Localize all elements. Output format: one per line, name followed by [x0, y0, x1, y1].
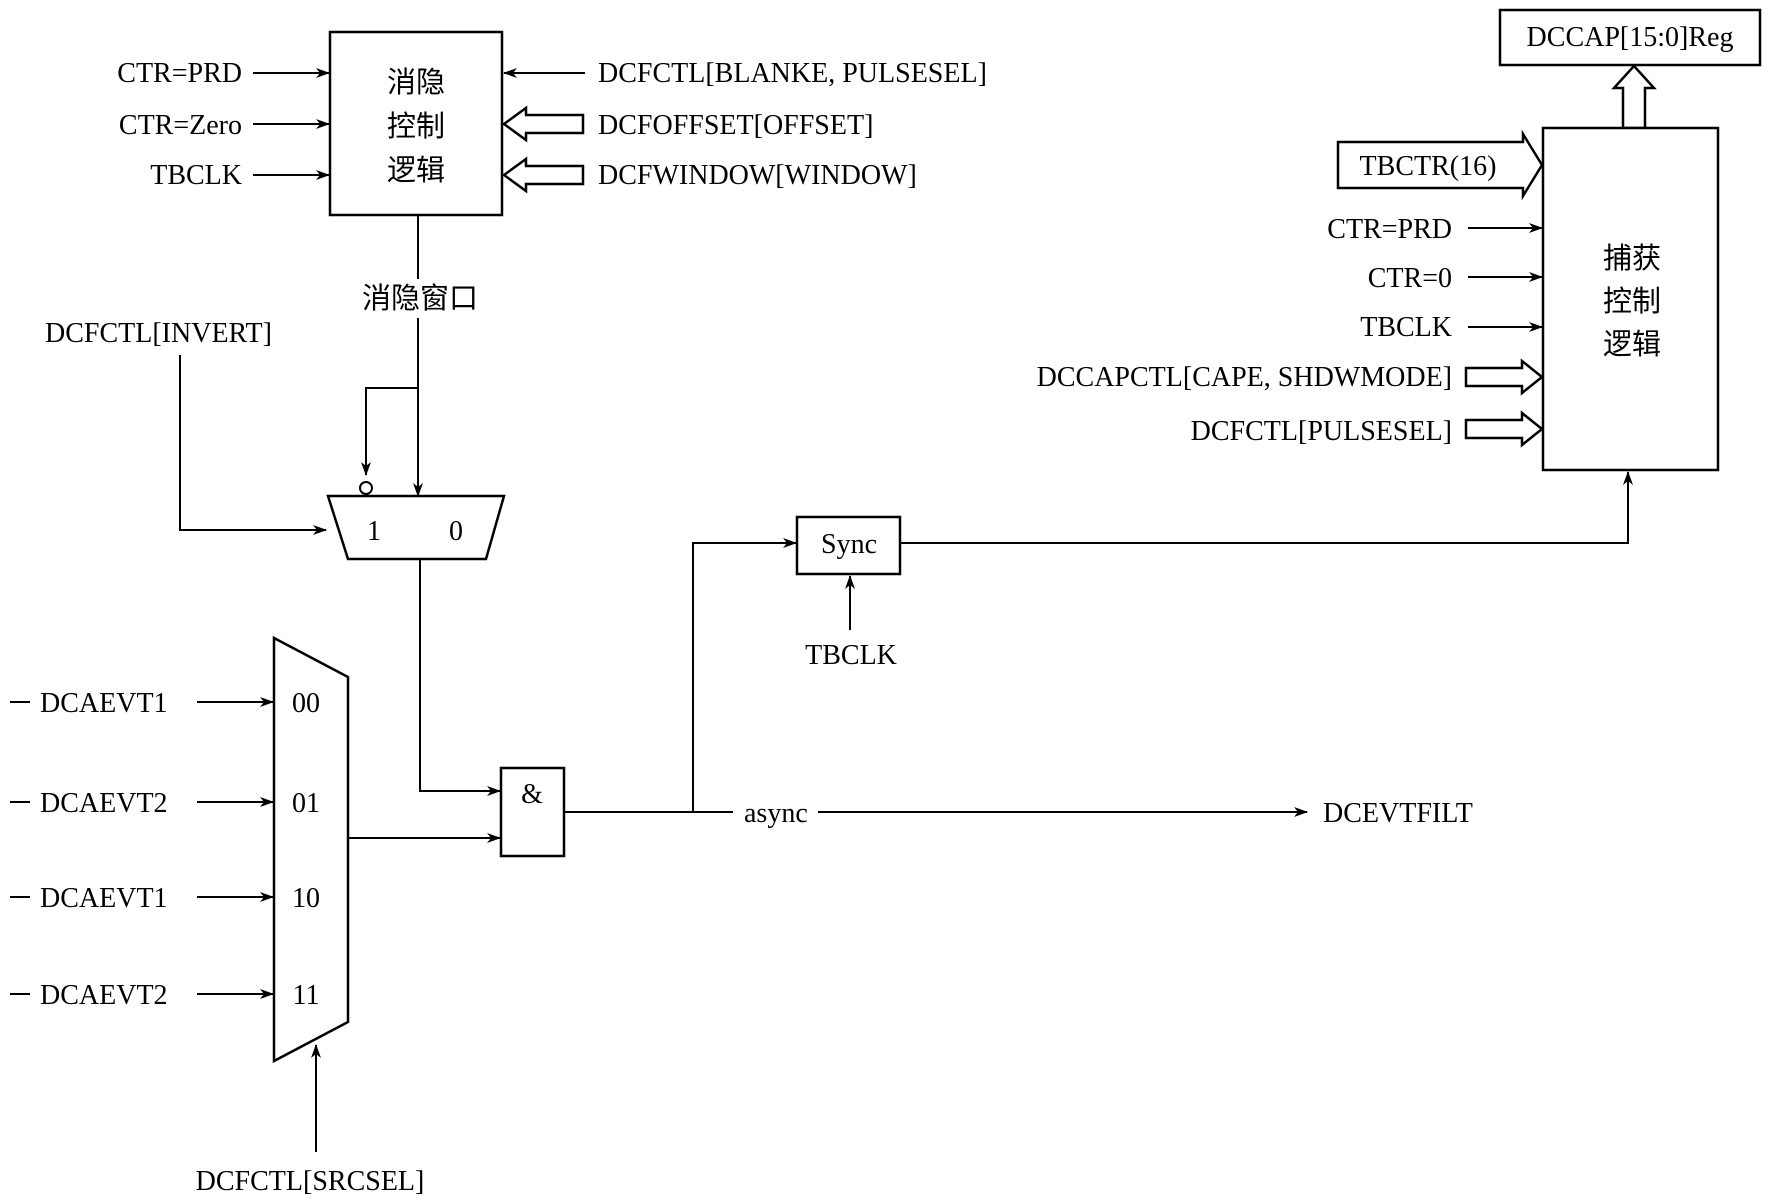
- blanking-block-label-line-1: 消隐: [387, 65, 445, 99]
- blanking-input-dcfctl: DCFCTL[BLANKE, PULSESEL]: [598, 58, 987, 89]
- invert-select-label: DCFCTL[INVERT]: [45, 318, 272, 349]
- source-mux: [272, 635, 350, 1064]
- blanking-window-label: 消隐窗口: [362, 281, 478, 315]
- blanking-block-label-line-3: 逻辑: [387, 153, 445, 187]
- capture-to-register-bus: [1611, 64, 1657, 130]
- capture-block-label-line-1: 捕获: [1603, 241, 1661, 275]
- blanking-input-dcfwindow: DCFWINDOW[WINDOW]: [598, 160, 917, 191]
- sync-clock-label: TBCLK: [805, 640, 897, 671]
- sync-block: [795, 515, 902, 576]
- capture-input-dccapctl: DCCAPCTL[CAPE, SHDWMODE]: [1037, 362, 1452, 393]
- invert-select-arrow: [179, 355, 327, 535]
- blanking-input-ctr-prd: CTR=PRD: [117, 58, 242, 89]
- capture-input-ctr-prd: CTR=PRD: [1327, 214, 1452, 245]
- capture-input-dccapctl-bus: [1464, 358, 1545, 396]
- blanking-input-tbclk: TBCLK: [150, 160, 242, 191]
- dcfoffset-bus-arrow: [501, 105, 585, 143]
- source-input-3-signal: DCAEVT1: [40, 883, 168, 914]
- source-input-2-signal: DCAEVT2: [40, 788, 168, 819]
- source-input-4-code: 11: [293, 980, 320, 1011]
- tbctr-bus-arrow: [1336, 129, 1544, 201]
- inverter-bubble: [359, 481, 373, 495]
- async-to-sync: [692, 538, 797, 812]
- invert-mux-to-and: [419, 559, 501, 796]
- capture-input-dcfctl-bus: [1464, 410, 1545, 448]
- blanking-input-dcfoffset: DCFOFFSET[OFFSET]: [598, 110, 873, 141]
- capture-block-label-line-2: 控制: [1603, 284, 1661, 318]
- dccap-register-label: DCCAP[15:0]Reg: [1527, 22, 1734, 53]
- source-input-1-code: 00: [292, 688, 320, 719]
- capture-input-ctr-0: CTR=0: [1368, 263, 1452, 294]
- invert-mux-input-1: 1: [367, 516, 381, 547]
- capture-block-label-line-3: 逻辑: [1603, 327, 1661, 361]
- source-input-3-code: 10: [292, 883, 320, 914]
- output-label: DCEVTFILT: [1323, 798, 1473, 829]
- and-gate: [499, 766, 566, 858]
- capture-control-box: [1541, 126, 1720, 472]
- capture-input-tbclk: TBCLK: [1360, 312, 1452, 343]
- source-input-4-signal: DCAEVT2: [40, 980, 168, 1011]
- dccap-register: [1498, 8, 1762, 67]
- blanking-control-box: [328, 30, 504, 217]
- tbctr-label: TBCTR(16): [1360, 151, 1497, 182]
- sync-label: Sync: [821, 529, 877, 560]
- capture-input-dcfctl: DCFCTL[PULSESEL]: [1191, 416, 1452, 447]
- blanking-control-block: 消隐 控制 逻辑: [328, 30, 504, 217]
- blanking-window-to-mux1: [361, 387, 418, 476]
- invert-mux-input-0: 0: [449, 516, 463, 547]
- srcsel-label: DCFCTL[SRCSEL]: [196, 1166, 425, 1197]
- sync-to-capture: [901, 471, 1633, 544]
- blanking-block-label-line-2: 控制: [387, 109, 445, 143]
- blanking-input-ctr-zero: CTR=Zero: [119, 110, 242, 141]
- source-input-1-signal: DCAEVT1: [40, 688, 168, 719]
- and-gate-label: &: [521, 779, 543, 810]
- invert-mux: [326, 494, 506, 561]
- source-input-2-code: 01: [292, 788, 320, 819]
- async-label: async: [744, 798, 808, 829]
- dcfwindow-bus-arrow: [501, 156, 585, 194]
